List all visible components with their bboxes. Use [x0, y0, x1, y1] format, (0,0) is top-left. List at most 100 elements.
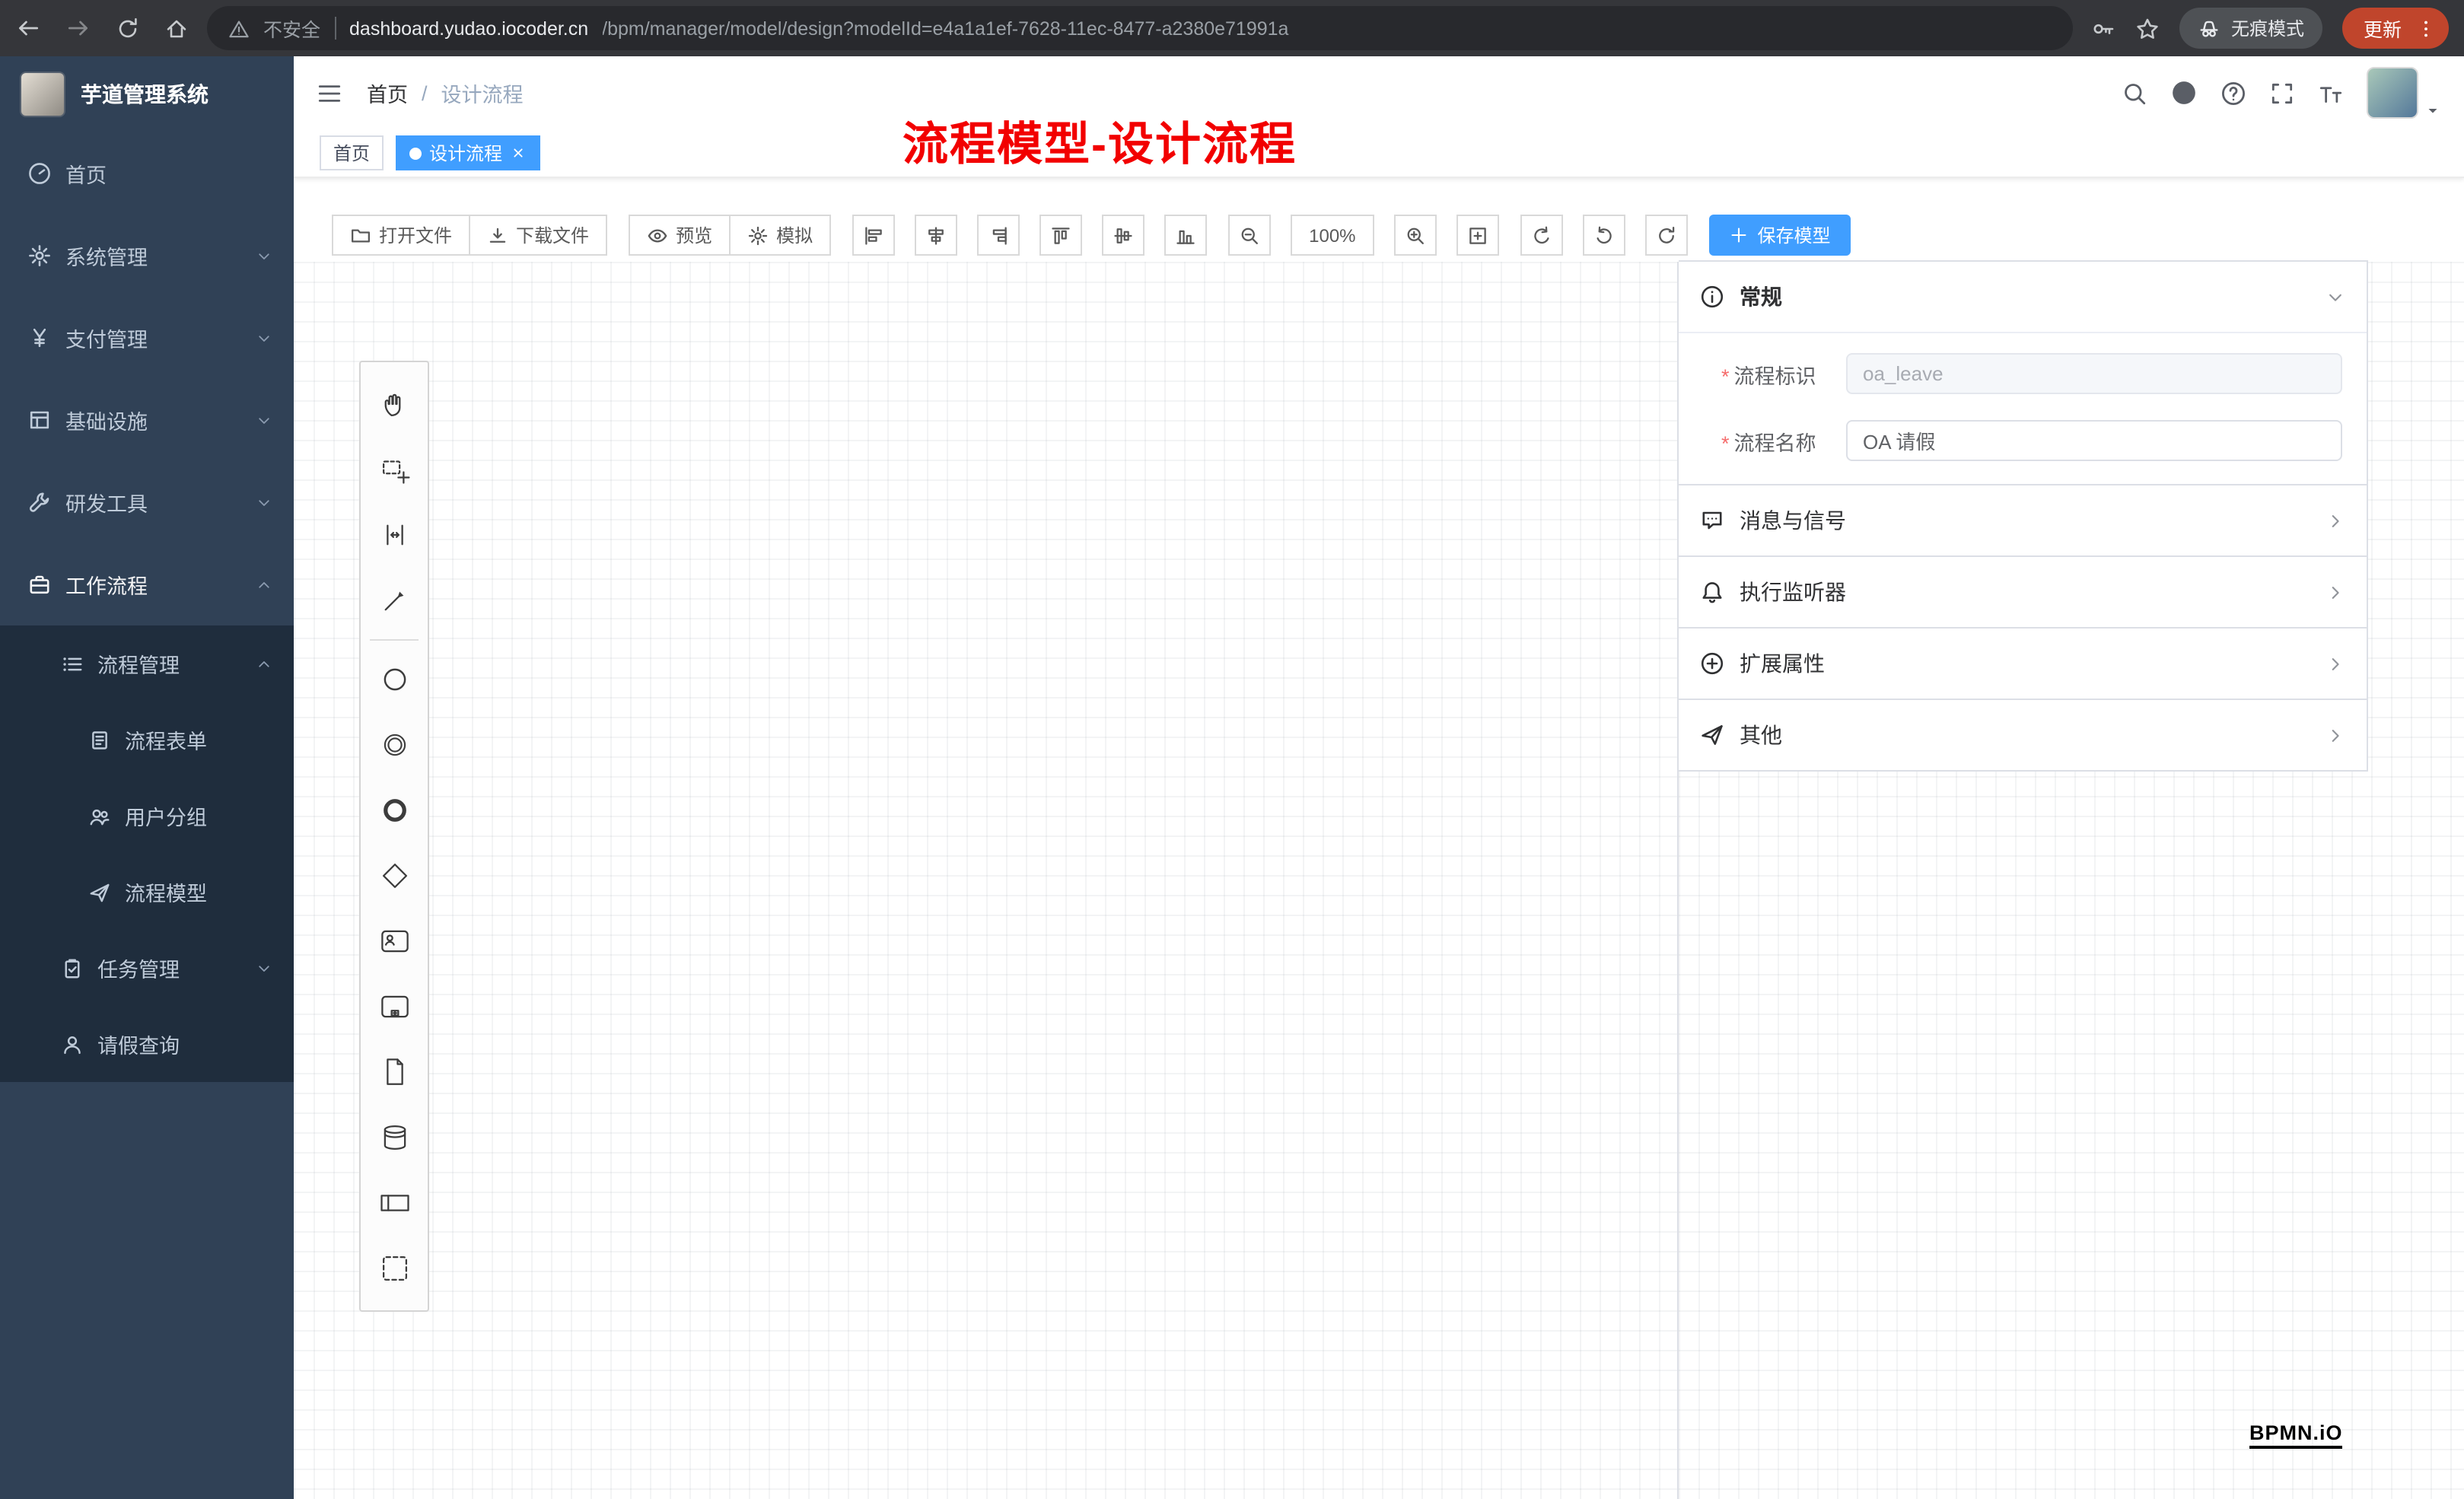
- annotation-title: 流程模型-设计流程: [903, 120, 1297, 170]
- chevron-right-icon: [2332, 729, 2339, 741]
- zoom-out-button[interactable]: [1228, 215, 1272, 256]
- user-task-icon: [380, 930, 408, 953]
- key-icon[interactable]: [2091, 16, 2115, 40]
- general-section-header[interactable]: 常规: [1679, 262, 2367, 332]
- eye-icon: [648, 228, 667, 242]
- sidebar-item-label: 任务管理: [97, 959, 180, 982]
- chevron-down-icon: [2329, 293, 2341, 301]
- security-label: 不安全: [263, 20, 321, 41]
- lasso-tool[interactable]: [361, 437, 428, 502]
- create-subprocess[interactable]: [361, 974, 428, 1039]
- align-bottom-icon: [1176, 229, 1195, 243]
- font-size-icon[interactable]: [2318, 80, 2344, 106]
- fit-viewport-button[interactable]: [1456, 215, 1499, 256]
- breadcrumb-home[interactable]: 首页: [367, 84, 408, 107]
- space-tool[interactable]: [361, 502, 428, 568]
- help-icon[interactable]: [2220, 80, 2246, 106]
- create-intermediate-event[interactable]: [361, 712, 428, 778]
- sidebar-item-payment[interactable]: 支付管理: [0, 297, 294, 379]
- open-file-button[interactable]: 打开文件: [332, 215, 471, 256]
- send-icon: [1702, 725, 1723, 745]
- bookmark-star-icon[interactable]: [2135, 16, 2160, 40]
- align-left-button[interactable]: [852, 215, 896, 256]
- create-end-event[interactable]: [361, 778, 428, 843]
- sidebar-item-infra[interactable]: 基础设施: [0, 379, 294, 461]
- create-group[interactable]: [361, 1236, 428, 1301]
- redo-button[interactable]: [1582, 215, 1625, 256]
- create-user-task[interactable]: [361, 909, 428, 974]
- hand-tool[interactable]: [361, 371, 428, 437]
- refresh-icon: [1658, 226, 1674, 243]
- sidebar-item-label: 流程管理: [97, 654, 180, 677]
- update-button[interactable]: 更新: [2341, 8, 2449, 49]
- collapse-menu-icon[interactable]: [317, 80, 342, 106]
- kebab-menu-icon[interactable]: [2415, 18, 2437, 39]
- sidebar-item-process-mgmt[interactable]: 流程管理: [0, 625, 294, 702]
- section-title: 消息与信号: [1740, 508, 1846, 533]
- sidebar-item-home[interactable]: 首页: [0, 132, 294, 215]
- bpmn-io-watermark[interactable]: BPMN.iO: [2249, 1421, 2343, 1449]
- back-icon[interactable]: [15, 15, 41, 41]
- gear-icon: [29, 245, 50, 266]
- tab-design-process[interactable]: 设计流程: [396, 135, 541, 170]
- tab-home[interactable]: 首页: [320, 135, 384, 170]
- redo-icon: [1596, 225, 1612, 243]
- folder-icon: [352, 228, 370, 242]
- bpmn-palette: [359, 361, 429, 1312]
- process-name-row: *流程名称: [1700, 420, 2342, 461]
- preview-button[interactable]: 预览: [629, 215, 731, 256]
- global-connect-tool[interactable]: [361, 568, 428, 633]
- sidebar-item-workflow[interactable]: 工作流程: [0, 543, 294, 625]
- search-icon[interactable]: [2122, 80, 2147, 106]
- process-key-input[interactable]: [1846, 353, 2342, 394]
- dashboard-icon: [29, 163, 50, 184]
- sidebar-item-system[interactable]: 系统管理: [0, 215, 294, 297]
- create-start-event[interactable]: [361, 647, 428, 712]
- sidebar-item-task-mgmt[interactable]: 任务管理: [0, 930, 294, 1006]
- download-file-button[interactable]: 下载文件: [469, 215, 608, 256]
- sidebar-item-label: 流程表单: [125, 730, 207, 753]
- extended-attributes-header[interactable]: 扩展属性: [1679, 629, 2367, 699]
- address-bar[interactable]: 不安全 dashboard.yudao.iocoder.cn/bpm/manag…: [207, 6, 2073, 50]
- paper-plane-icon: [90, 883, 110, 902]
- space-tool-icon: [386, 524, 403, 546]
- align-top-button[interactable]: [1039, 215, 1083, 256]
- general-section: 常规 *流程标识 *流程名称: [1679, 260, 2368, 485]
- create-participant[interactable]: [361, 1170, 428, 1236]
- sidebar-item-process-form[interactable]: 流程表单: [0, 702, 294, 778]
- home-icon[interactable]: [164, 16, 189, 40]
- process-name-input[interactable]: [1846, 420, 2342, 461]
- sidebar-item-leave-query[interactable]: 请假查询: [0, 1006, 294, 1082]
- user-menu[interactable]: [2367, 67, 2441, 119]
- execution-listeners-header[interactable]: 执行监听器: [1679, 557, 2367, 627]
- sidebar-item-process-model[interactable]: 流程模型: [0, 854, 294, 930]
- messages-signals-header[interactable]: 消息与信号: [1679, 485, 2367, 555]
- app-logo-row[interactable]: 芋道管理系统: [0, 56, 294, 132]
- align-center-button[interactable]: [915, 215, 958, 256]
- create-data-object[interactable]: [361, 1039, 428, 1105]
- incognito-badge: 无痕模式: [2179, 8, 2322, 49]
- save-model-button[interactable]: 保存模型: [1708, 215, 1851, 256]
- align-right-button[interactable]: [977, 215, 1020, 256]
- simulate-button[interactable]: 模拟: [729, 215, 832, 256]
- other-section-header[interactable]: 其他: [1679, 700, 2367, 770]
- button-label: 打开文件: [379, 225, 453, 247]
- reload-icon[interactable]: [116, 16, 140, 40]
- align-middle-button[interactable]: [1102, 215, 1145, 256]
- undo-button[interactable]: [1520, 215, 1563, 256]
- sidebar-item-label: 研发工具: [65, 493, 148, 516]
- create-gateway[interactable]: [361, 843, 428, 909]
- sidebar-item-user-group[interactable]: 用户分组: [0, 778, 294, 854]
- sidebar-item-label: 系统管理: [65, 247, 148, 269]
- zoom-in-button[interactable]: [1393, 215, 1437, 256]
- close-icon[interactable]: [510, 145, 527, 161]
- align-bottom-button[interactable]: [1164, 215, 1208, 256]
- github-icon[interactable]: [2170, 79, 2198, 107]
- list-icon: [63, 657, 82, 670]
- restart-button[interactable]: [1644, 215, 1688, 256]
- forward-icon[interactable]: [65, 15, 91, 41]
- fullscreen-icon[interactable]: [2269, 80, 2295, 106]
- create-data-store[interactable]: [361, 1105, 428, 1170]
- sidebar-item-devtools[interactable]: 研发工具: [0, 461, 294, 543]
- tags-view: 首页 设计流程: [294, 129, 2464, 178]
